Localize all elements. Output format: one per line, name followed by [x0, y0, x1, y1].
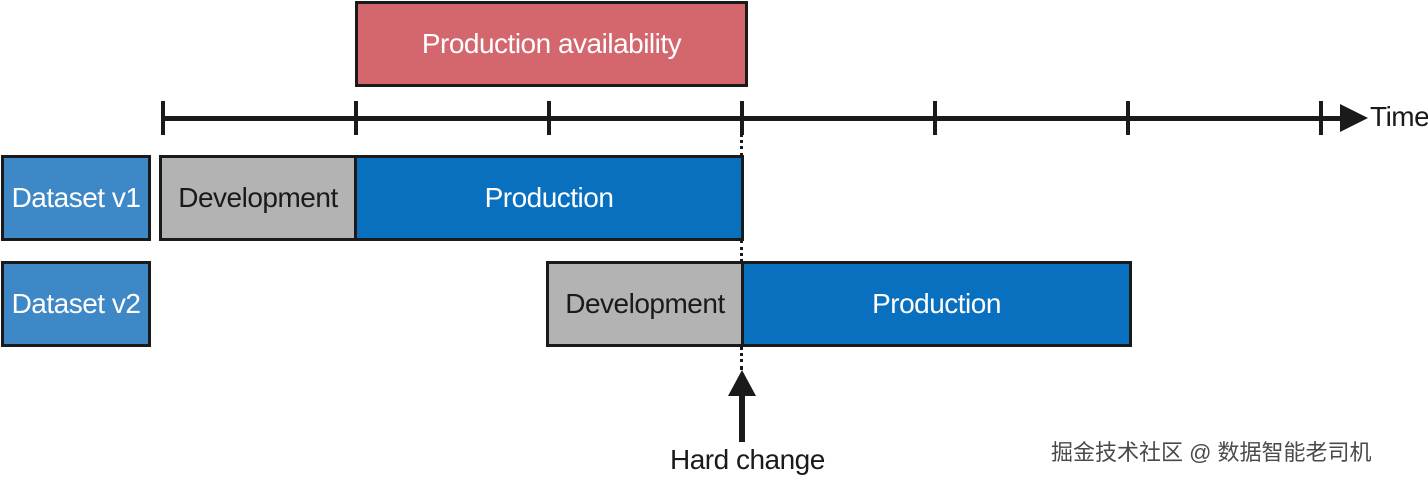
axis-tick	[1319, 101, 1323, 135]
hard-change-label: Hard change	[670, 444, 825, 475]
dataset-v1-development-label: Development	[178, 182, 338, 213]
hard-change-dotted-line	[740, 121, 743, 157]
axis-tick	[547, 101, 551, 135]
production-availability-label: Production availability	[421, 28, 682, 59]
watermark-text: 掘金技术社区 @ 数据智能老司机	[1051, 440, 1372, 465]
time-axis-line	[163, 116, 1343, 121]
dataset-v1-development-bar: Development	[159, 155, 357, 241]
dataset-v2-development-bar: Development	[546, 261, 744, 347]
hard-change-dotted-line	[740, 240, 743, 262]
dataset-v1-production-bar: Production	[354, 155, 744, 241]
dataset-v1-label-box: Dataset v1	[1, 155, 151, 241]
dataset-v2-production-bar: Production	[741, 261, 1132, 347]
dataset-v1-label: Dataset v1	[11, 182, 141, 213]
dataset-v2-label: Dataset v2	[11, 288, 141, 319]
axis-tick	[933, 101, 937, 135]
dataset-v2-production-label: Production	[872, 288, 1001, 319]
axis-tick	[740, 101, 744, 135]
dataset-v2-label-box: Dataset v2	[1, 261, 151, 347]
axis-tick	[354, 101, 358, 135]
axis-tick	[1126, 101, 1130, 135]
time-axis-label: Time	[1370, 101, 1428, 132]
dataset-v1-production-label: Production	[484, 182, 614, 213]
axis-tick	[161, 101, 165, 135]
arrow-up-icon	[728, 370, 756, 442]
hard-change-dotted-line	[740, 346, 743, 370]
production-availability-bar: Production availability	[355, 1, 748, 87]
arrow-right-icon	[1340, 104, 1368, 132]
dataset-v2-development-label: Development	[565, 288, 725, 319]
